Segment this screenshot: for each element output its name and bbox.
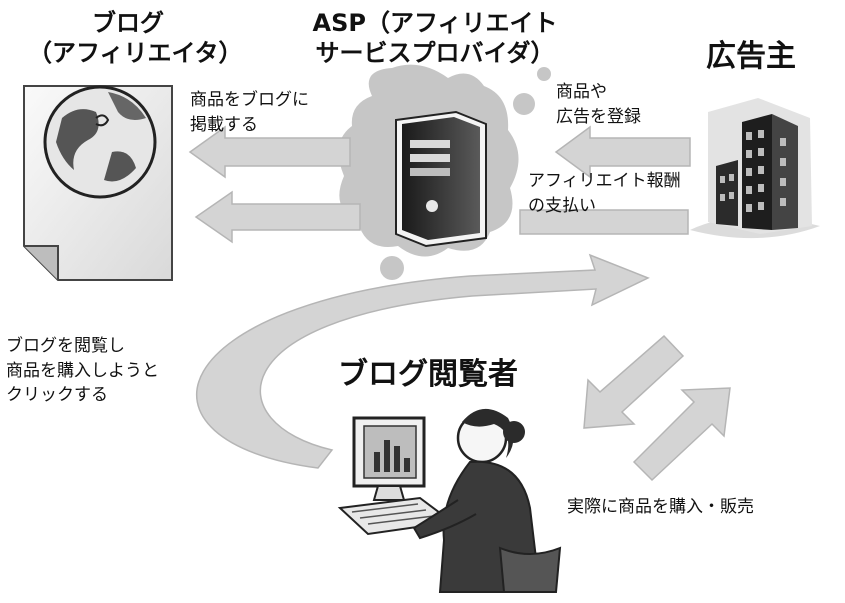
curved-arrow-reader-to-asp bbox=[196, 253, 650, 469]
asp-title-line2: サービスプロバイダ） bbox=[315, 39, 555, 67]
advertiser-buildings-icon bbox=[690, 98, 820, 239]
blog-reader-title: ブログ閲覧者 bbox=[338, 357, 518, 392]
reward-line2: の支払い bbox=[528, 195, 596, 216]
arrow-advertiser-to-asp-lower bbox=[519, 209, 689, 235]
arrow-advertiser-to-reader bbox=[583, 334, 685, 429]
browse-line2: 商品を購入しようと bbox=[6, 360, 159, 381]
browse-line1: ブログを閲覧し bbox=[6, 336, 125, 356]
blog-document-icon bbox=[23, 85, 173, 281]
advertiser-title: 広告主 bbox=[706, 39, 796, 74]
register-ad-label: 商品や 広告を登録 bbox=[556, 80, 641, 129]
arrow-advertiser-to-asp-upper bbox=[554, 125, 691, 179]
asp-server-icon bbox=[338, 64, 551, 280]
reward-payment-label: アフィリエイト報酬 の支払い bbox=[528, 169, 681, 218]
blog-title-line1: ブログ bbox=[92, 9, 164, 37]
post-product-line1: 商品をブログに bbox=[190, 90, 309, 110]
arrow-reader-to-advertiser bbox=[632, 387, 731, 482]
register-ad-line2: 広告を登録 bbox=[556, 106, 641, 127]
register-ad-line1: 商品や bbox=[556, 82, 607, 102]
browse-line3: クリックする bbox=[6, 385, 108, 406]
blog-title-line2: （アフィリエイタ） bbox=[28, 39, 243, 67]
reward-line1: アフィリエイト報酬 bbox=[528, 171, 681, 191]
arrow-asp-to-blog-lower bbox=[194, 190, 361, 244]
asp-title: ASP（アフィリエイト サービスプロバイダ） bbox=[300, 8, 570, 68]
blog-reader-icon bbox=[337, 408, 562, 593]
globe-icon bbox=[43, 85, 157, 199]
asp-title-line1: ASP（アフィリエイト bbox=[312, 9, 558, 37]
blog-affiliator-title: ブログ （アフィリエイタ） bbox=[28, 8, 243, 68]
post-product-label: 商品をブログに 掲載する bbox=[190, 88, 309, 137]
post-product-line2: 掲載する bbox=[190, 114, 258, 135]
purchase-sale-label: 実際に商品を購入・販売 bbox=[567, 497, 754, 517]
browse-click-label: ブログを閲覧し 商品を購入しようと クリックする bbox=[6, 334, 159, 408]
arrow-asp-to-blog-upper bbox=[188, 125, 351, 179]
